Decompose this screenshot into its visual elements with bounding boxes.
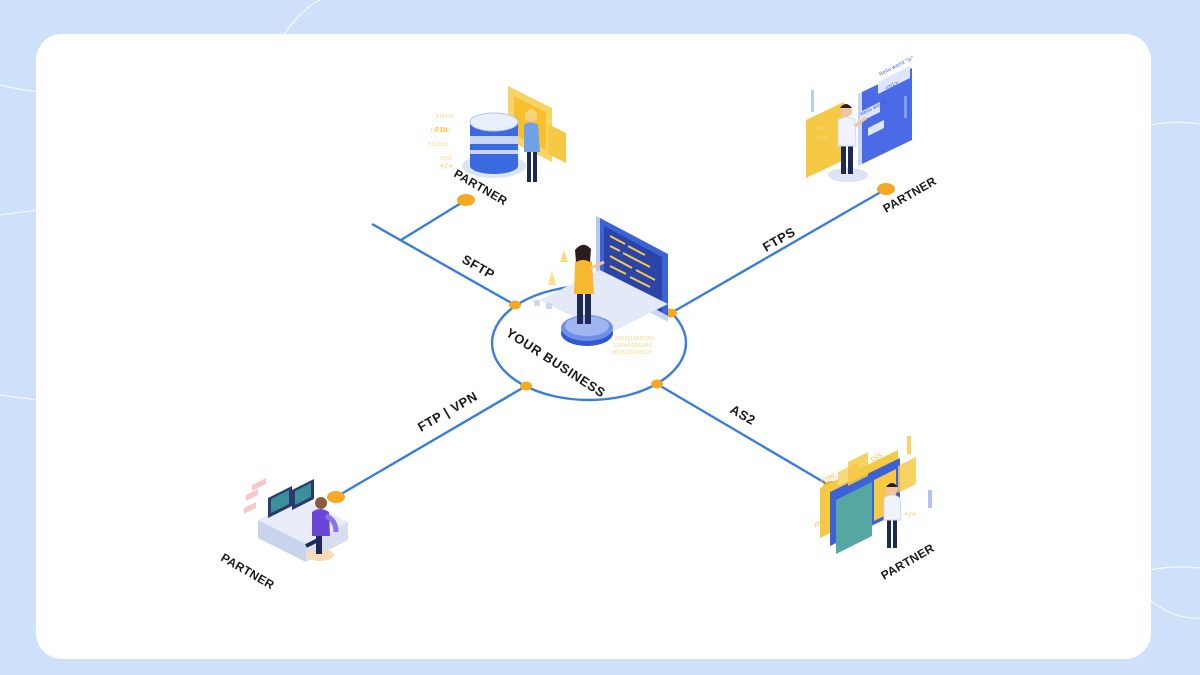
line-as2 [656, 382, 833, 489]
line-sftp-branch [400, 198, 467, 242]
partner-developer-illustration: Hello world "js" Hello world <h1> 0101 1… [806, 55, 915, 182]
line-ftp-vpn [335, 384, 527, 499]
node-as2-center [651, 379, 663, 389]
partner-workstation-illustration [244, 478, 348, 562]
svg-text:0110101: 0110101 [428, 142, 449, 148]
svg-text:1101001: 1101001 [430, 128, 451, 134]
node-ftps-partner [877, 183, 895, 195]
svg-text:0101011010101: 0101011010101 [615, 336, 654, 342]
svg-text:1001: 1001 [440, 156, 452, 162]
svg-text:1100101001011: 1100101001011 [613, 343, 652, 349]
your-business-illustration: 0101011010101 1100101001011 001011010011… [534, 216, 668, 356]
svg-text:1101: 1101 [816, 136, 828, 142]
protocol-label-ftp-vpn: FTP | VPN [415, 388, 480, 434]
svg-text:0010110100110: 0010110100110 [612, 350, 651, 356]
svg-text:CSS: CSS [870, 452, 884, 464]
svg-text:</>: </> [440, 162, 453, 170]
node-ftp-partner [327, 491, 345, 503]
node-sftp-center [509, 300, 521, 310]
partner-label-top-right: PARTNER [881, 174, 939, 216]
svg-text:FIU: FIU [435, 126, 448, 134]
partner-webdev-illustration: HTML CSS XML </> [813, 436, 932, 554]
svg-text:</>: </> [905, 511, 916, 518]
node-ftp-center [520, 381, 532, 391]
svg-text:010110: 010110 [436, 114, 454, 120]
svg-text:0101: 0101 [816, 126, 828, 132]
protocol-label-as2: AS2 [728, 402, 759, 428]
partner-label-bottom-left: PARTNER [219, 550, 277, 592]
line-sftp [371, 222, 516, 307]
partner-database-illustration: 010110 1101001 0110101 1001 FIU </> [428, 86, 566, 182]
line-ftps [670, 187, 887, 315]
connection-lines [335, 187, 887, 499]
node-sftp-partner [457, 194, 475, 206]
diagram-card [36, 34, 1151, 659]
